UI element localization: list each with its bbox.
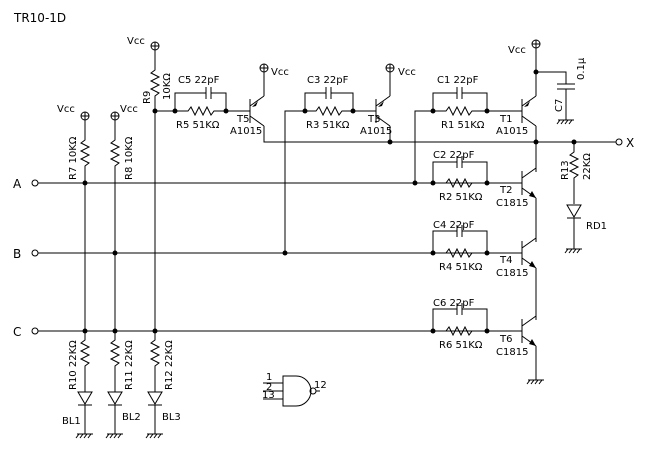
svg-text:Vcc: Vcc	[398, 67, 416, 78]
input-c: C	[13, 325, 520, 339]
output-x-label: X	[626, 136, 634, 150]
diagram-title: TR10-1D	[13, 11, 66, 25]
output-section: X R13 22KΩ RD1	[536, 136, 634, 254]
c7-val: 0.1μ	[576, 57, 587, 80]
c4-label: C4 22pF	[433, 220, 475, 231]
input-b: B	[13, 247, 520, 261]
bl1-label: BL1	[62, 416, 81, 427]
input-a: A	[13, 177, 520, 191]
t5-part: A1015	[230, 126, 262, 137]
svg-text:Vcc: Vcc	[127, 36, 145, 47]
input-b-label: B	[13, 247, 21, 261]
c1-label: C1 22pF	[437, 75, 479, 86]
nand-gate-symbol: 1 2 13 12	[262, 372, 327, 407]
r1-label: R1 51KΩ	[441, 120, 485, 131]
svg-text:Vcc: Vcc	[508, 45, 526, 56]
input-c-label: C	[13, 325, 21, 339]
gate-pin-13: 13	[262, 390, 275, 401]
r9-val: 10KΩ	[162, 73, 173, 100]
r12-label: R12 22KΩ	[164, 340, 175, 390]
r5-label: R5 51KΩ	[176, 120, 220, 131]
t2-ref: T2	[499, 185, 512, 196]
svg-text:Vcc: Vcc	[57, 104, 75, 115]
stage-t6: C6 22pF R6 51KΩ T6 C1815	[430, 298, 545, 385]
c6-label: C6 22pF	[433, 298, 475, 309]
t1-part: A1015	[496, 126, 528, 137]
r11-label: R11 22KΩ	[124, 340, 135, 390]
r2-label: R2 51KΩ	[439, 192, 483, 203]
c5-label: C5 22pF	[178, 75, 220, 86]
column-c-pullup: Vcc R9 10KΩ R12 22KΩ BL3	[82, 36, 181, 439]
t4-part: C1815	[496, 268, 528, 279]
input-a-label: A	[13, 177, 22, 191]
r13-ref: R13	[560, 160, 571, 180]
stage-t1: Vcc 0.1μ C7 C1 22pF R1 51KΩ T1 A1015	[412, 39, 587, 186]
t3-part: A1015	[360, 126, 392, 137]
t3-ref: T3	[367, 114, 380, 125]
r13-val: 22KΩ	[582, 153, 593, 180]
stage-t2: C2 22pF R2 51KΩ T2 C1815	[430, 150, 537, 242]
r4-label: R4 51KΩ	[439, 262, 483, 273]
t5-ref: T5	[236, 114, 249, 125]
gate-pin-1: 1	[266, 372, 272, 383]
bl3-label: BL3	[162, 412, 181, 423]
rd1-label: RD1	[586, 221, 607, 232]
svg-text:Vcc: Vcc	[271, 67, 289, 78]
stage-t5: Vcc C5 22pF R5 51KΩ T5 A1015	[155, 63, 536, 143]
r10-label: R10 22KΩ	[68, 340, 79, 390]
column-b-pullup: Vcc R8 10KΩ R11 22KΩ BL2	[105, 104, 141, 439]
r9-ref: R9	[142, 91, 153, 104]
t1-ref: T1	[499, 114, 512, 125]
c7-ref: C7	[554, 99, 565, 112]
column-a-pullup: Vcc R7 10KΩ R10 22KΩ BL1	[57, 104, 94, 439]
svg-text:Vcc: Vcc	[120, 104, 138, 115]
t6-part: C1815	[496, 347, 528, 358]
t4-ref: T4	[499, 255, 512, 266]
c2-label: C2 22pF	[433, 150, 475, 161]
bl2-label: BL2	[122, 412, 141, 423]
r3-label: R3 51KΩ	[306, 120, 350, 131]
t6-ref: T6	[499, 334, 512, 345]
gate-pin-2: 2	[266, 382, 272, 393]
c3-label: C3 22pF	[307, 75, 349, 86]
stage-t3: Vcc C3 22pF R3 51KΩ T3 A1015	[282, 63, 416, 256]
r7-label: R7 10KΩ	[68, 136, 79, 180]
t2-part: C1815	[496, 198, 528, 209]
r8-label: R8 10KΩ	[124, 136, 135, 180]
stage-t4: C4 22pF R4 51KΩ T4 C1815	[430, 220, 537, 320]
r6-label: R6 51KΩ	[439, 340, 483, 351]
gate-pin-12: 12	[314, 380, 327, 391]
